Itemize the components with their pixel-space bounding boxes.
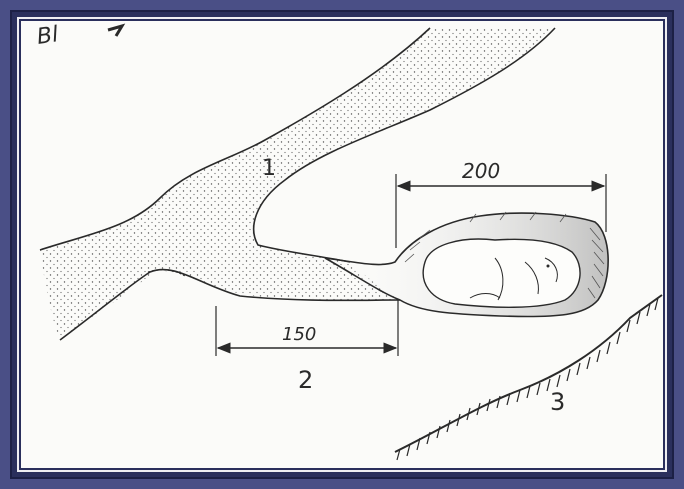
- label-region-2: 2: [298, 366, 313, 394]
- scribble-mark: [108, 26, 122, 36]
- corner-scribble: Bl: [35, 22, 59, 50]
- diagram-canvas: Bl: [21, 21, 663, 468]
- dimension-200-label: 200: [462, 159, 500, 183]
- ground-slope: [395, 295, 662, 460]
- dimension-150-label: 150: [282, 324, 316, 345]
- label-region-1: 1: [262, 156, 276, 181]
- burrow-diagram: Bl: [21, 21, 663, 468]
- curled-animal-icon: [423, 239, 580, 307]
- label-region-3: 3: [550, 388, 565, 416]
